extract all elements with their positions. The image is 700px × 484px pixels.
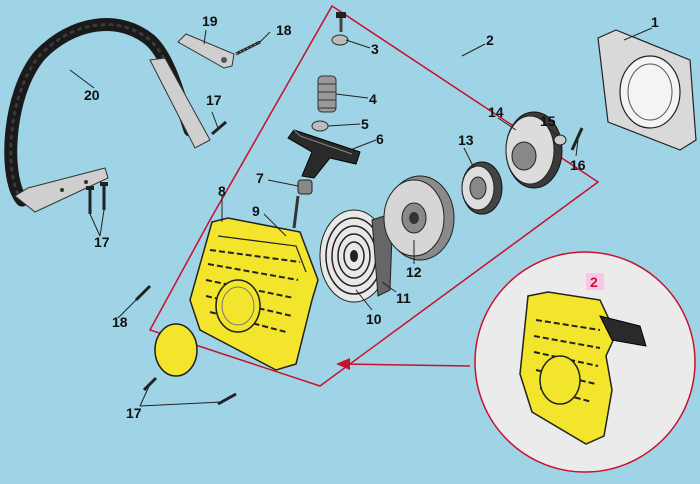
screw-16 (570, 127, 584, 151)
part-12-rope-pulley (383, 175, 455, 261)
part-8-starter-housing (189, 217, 319, 371)
callout-2: 2 (486, 32, 494, 48)
callout-3: 3 (371, 41, 379, 57)
part-1-fan-housing (597, 29, 697, 151)
callout-8: 8 (218, 183, 226, 199)
screw-17-left-a (86, 186, 94, 214)
callout-19: 19 (202, 13, 218, 29)
part-4-spring (317, 75, 337, 113)
part-19-guard-plate (177, 33, 235, 69)
screw-17-left-b (100, 182, 108, 210)
callout-5: 5 (361, 116, 369, 132)
part-13-bearing (461, 161, 503, 215)
callout-18-left: 18 (112, 314, 128, 330)
part-6-starter-handle (287, 129, 361, 179)
inset-assembled-view (474, 251, 696, 473)
callout-17-handle: 17 (206, 92, 222, 108)
part-15-washer (553, 134, 567, 146)
cover-disc (154, 323, 198, 377)
callout-14: 14 (488, 104, 504, 120)
part-20-front-handle (4, 18, 211, 213)
part-14-drive-plate (505, 111, 563, 189)
screw-17-handle (211, 120, 227, 136)
callout-9: 9 (252, 203, 260, 219)
callout-6: 6 (376, 131, 384, 147)
part-5-washer (311, 120, 329, 132)
callout-13: 13 (458, 132, 474, 148)
callout-10: 10 (366, 311, 382, 327)
callout-4: 4 (369, 91, 377, 107)
callout-12: 12 (406, 264, 422, 280)
callout-20: 20 (84, 87, 100, 103)
callout-16: 16 (570, 157, 586, 173)
screw-18-top (235, 40, 261, 56)
callout-15: 15 (540, 113, 556, 129)
leader-lines (69, 27, 653, 407)
callout-17-left: 17 (94, 234, 110, 250)
callout-7: 7 (256, 170, 264, 186)
part-7-pawl (297, 179, 313, 195)
inset-pointer-arrow (336, 358, 471, 370)
callout-17-bottom: 17 (126, 405, 142, 421)
callout-11: 11 (396, 290, 411, 306)
part-10-rewind-spring (319, 209, 389, 303)
inset-label-bg (586, 273, 604, 290)
callout-18-top: 18 (276, 22, 292, 38)
callout-numbers: 1 2 3 4 5 6 7 8 9 10 11 12 13 14 15 16 1… (84, 13, 659, 421)
callout-1: 1 (651, 14, 659, 30)
inset-label: 2 (590, 274, 598, 290)
part-3-bolt (331, 12, 349, 46)
